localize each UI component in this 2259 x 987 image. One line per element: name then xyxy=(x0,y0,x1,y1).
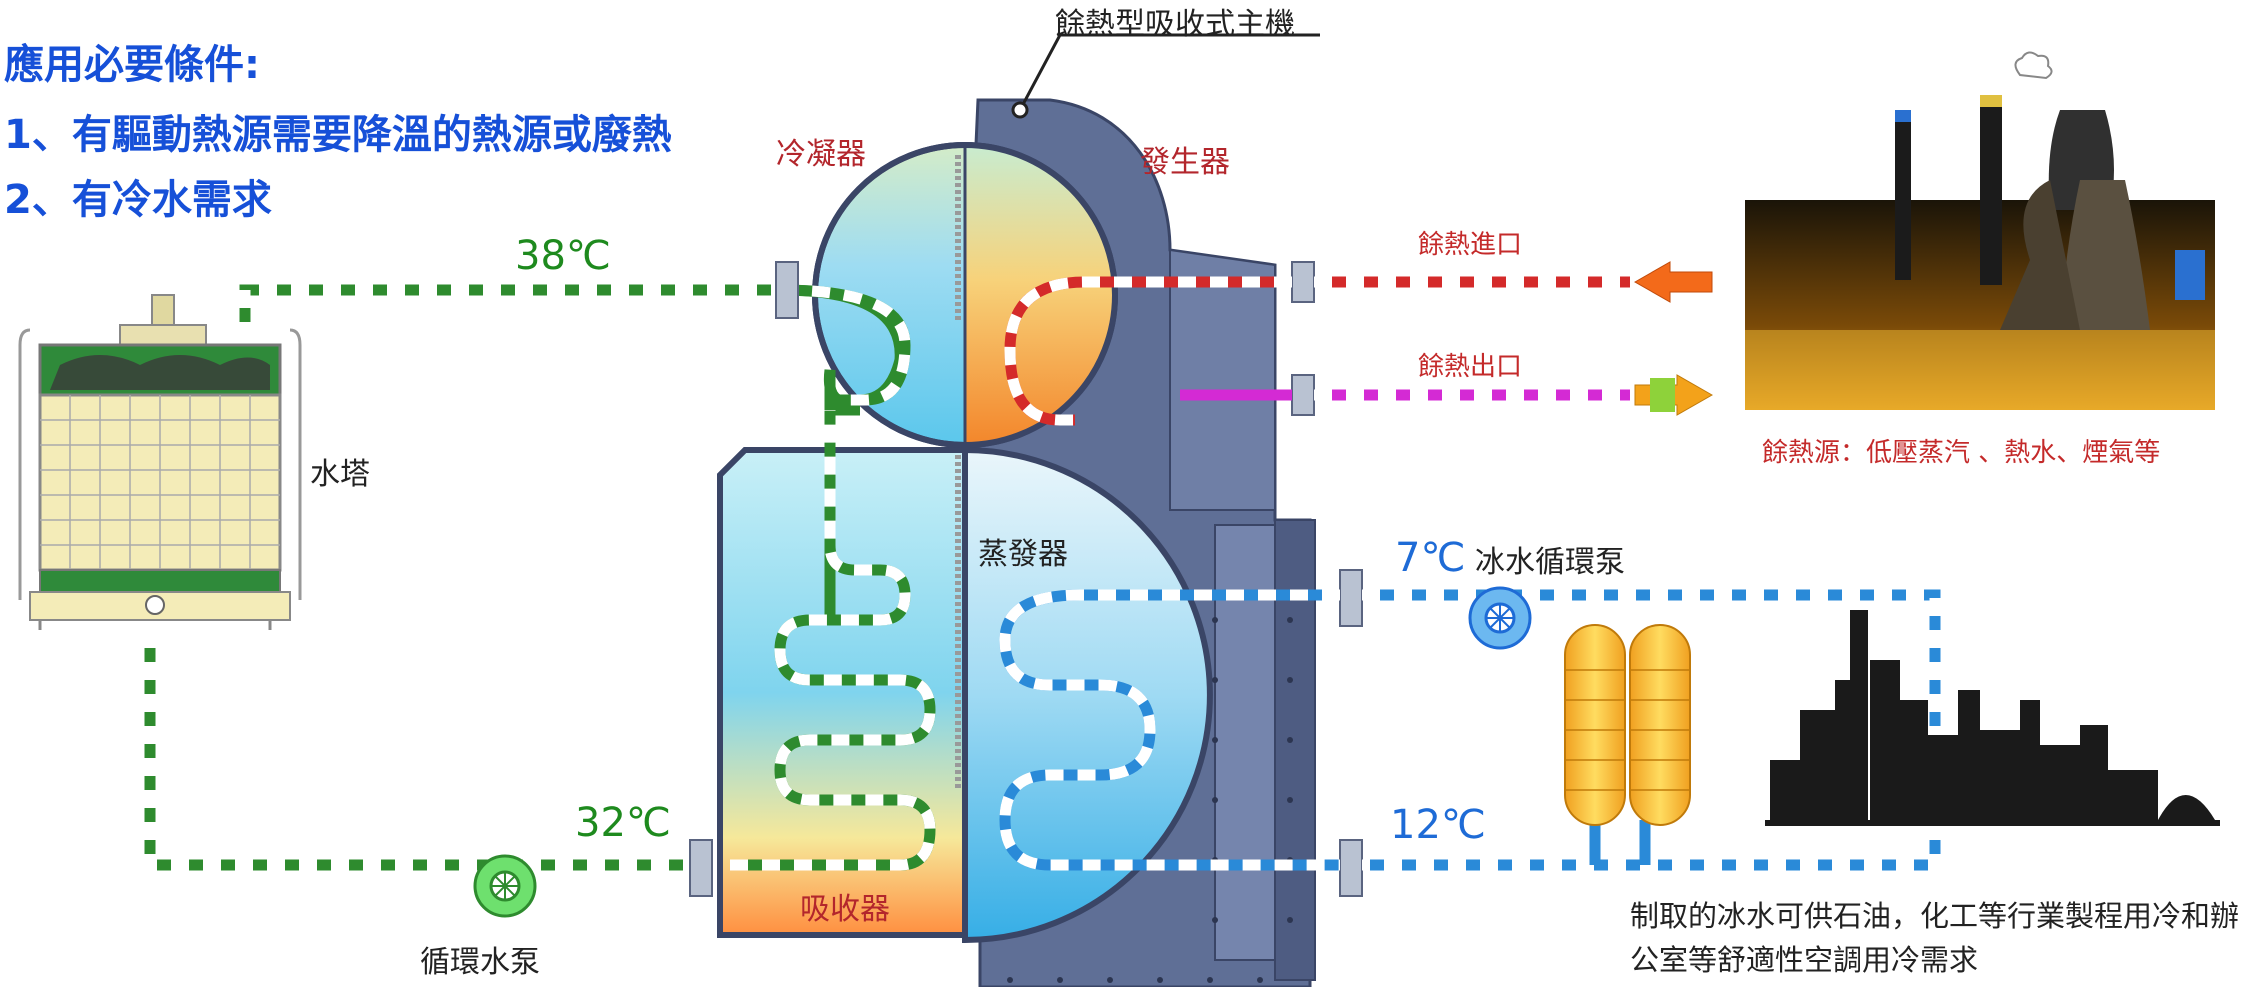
chilled-pump-label: 冰水循環泵 xyxy=(1475,545,1625,580)
condenser-label: 冷凝器 xyxy=(776,137,866,172)
evaporator-label: 蒸發器 xyxy=(978,537,1068,572)
chilled-water-tanks xyxy=(1564,624,1691,826)
casing-rivets xyxy=(1007,617,1293,983)
cooling-pump-label: 循環水泵 xyxy=(420,945,540,980)
cooling-temp-in: 32℃ xyxy=(575,800,671,846)
chilled-temp-return: 12℃ xyxy=(1390,802,1486,848)
cooling-temp-out: 38℃ xyxy=(515,233,611,279)
chilled-caption-line2: 公室等舒適性空調用冷需求 xyxy=(1630,943,1979,977)
requirements-heading: 應用必要條件: xyxy=(4,42,260,88)
heat-source-coil xyxy=(1004,276,1292,426)
requirement-item-1: 1、有驅動熱源需要降溫的熱源或廢熱 xyxy=(4,112,672,158)
chilled-caption-line1: 制取的冰水可供石油，化工等行業製程用冷和辦 xyxy=(1630,899,2240,933)
city-skyline-image xyxy=(1765,610,2220,826)
heat-source-caption: 餘熱源：低壓蒸汽 、熱水、煙氣等 xyxy=(1762,438,2161,468)
evaporator-chamber xyxy=(962,446,1213,944)
heat-inlet-label: 餘熱進口 xyxy=(1418,230,1523,260)
absorber-chamber xyxy=(717,447,968,938)
chilled-water-pipes xyxy=(999,589,1941,871)
machine-title: 餘熱型吸收式主機 xyxy=(1055,7,1295,42)
heat-inlet-arrow xyxy=(1633,261,1713,303)
industrial-plant-image xyxy=(1745,51,2215,410)
heat-outlet-label: 餘熱出口 xyxy=(1418,352,1523,382)
absorber-label: 吸收器 xyxy=(800,892,890,927)
pipe-flanges xyxy=(689,261,1363,897)
title-leader-line xyxy=(1018,33,1320,111)
cooling-tower-label: 水塔 xyxy=(310,457,370,492)
cooling-tower xyxy=(18,294,302,630)
generator-label: 發生器 xyxy=(1140,145,1230,180)
cooling-water-pump-icon xyxy=(473,854,537,918)
chilled-water-pump-icon xyxy=(1468,586,1532,650)
requirement-item-2: 2、有冷水需求 xyxy=(4,177,272,223)
chilled-temp-supply: 7℃ xyxy=(1395,535,1466,581)
heat-source-lines xyxy=(1314,276,1630,401)
